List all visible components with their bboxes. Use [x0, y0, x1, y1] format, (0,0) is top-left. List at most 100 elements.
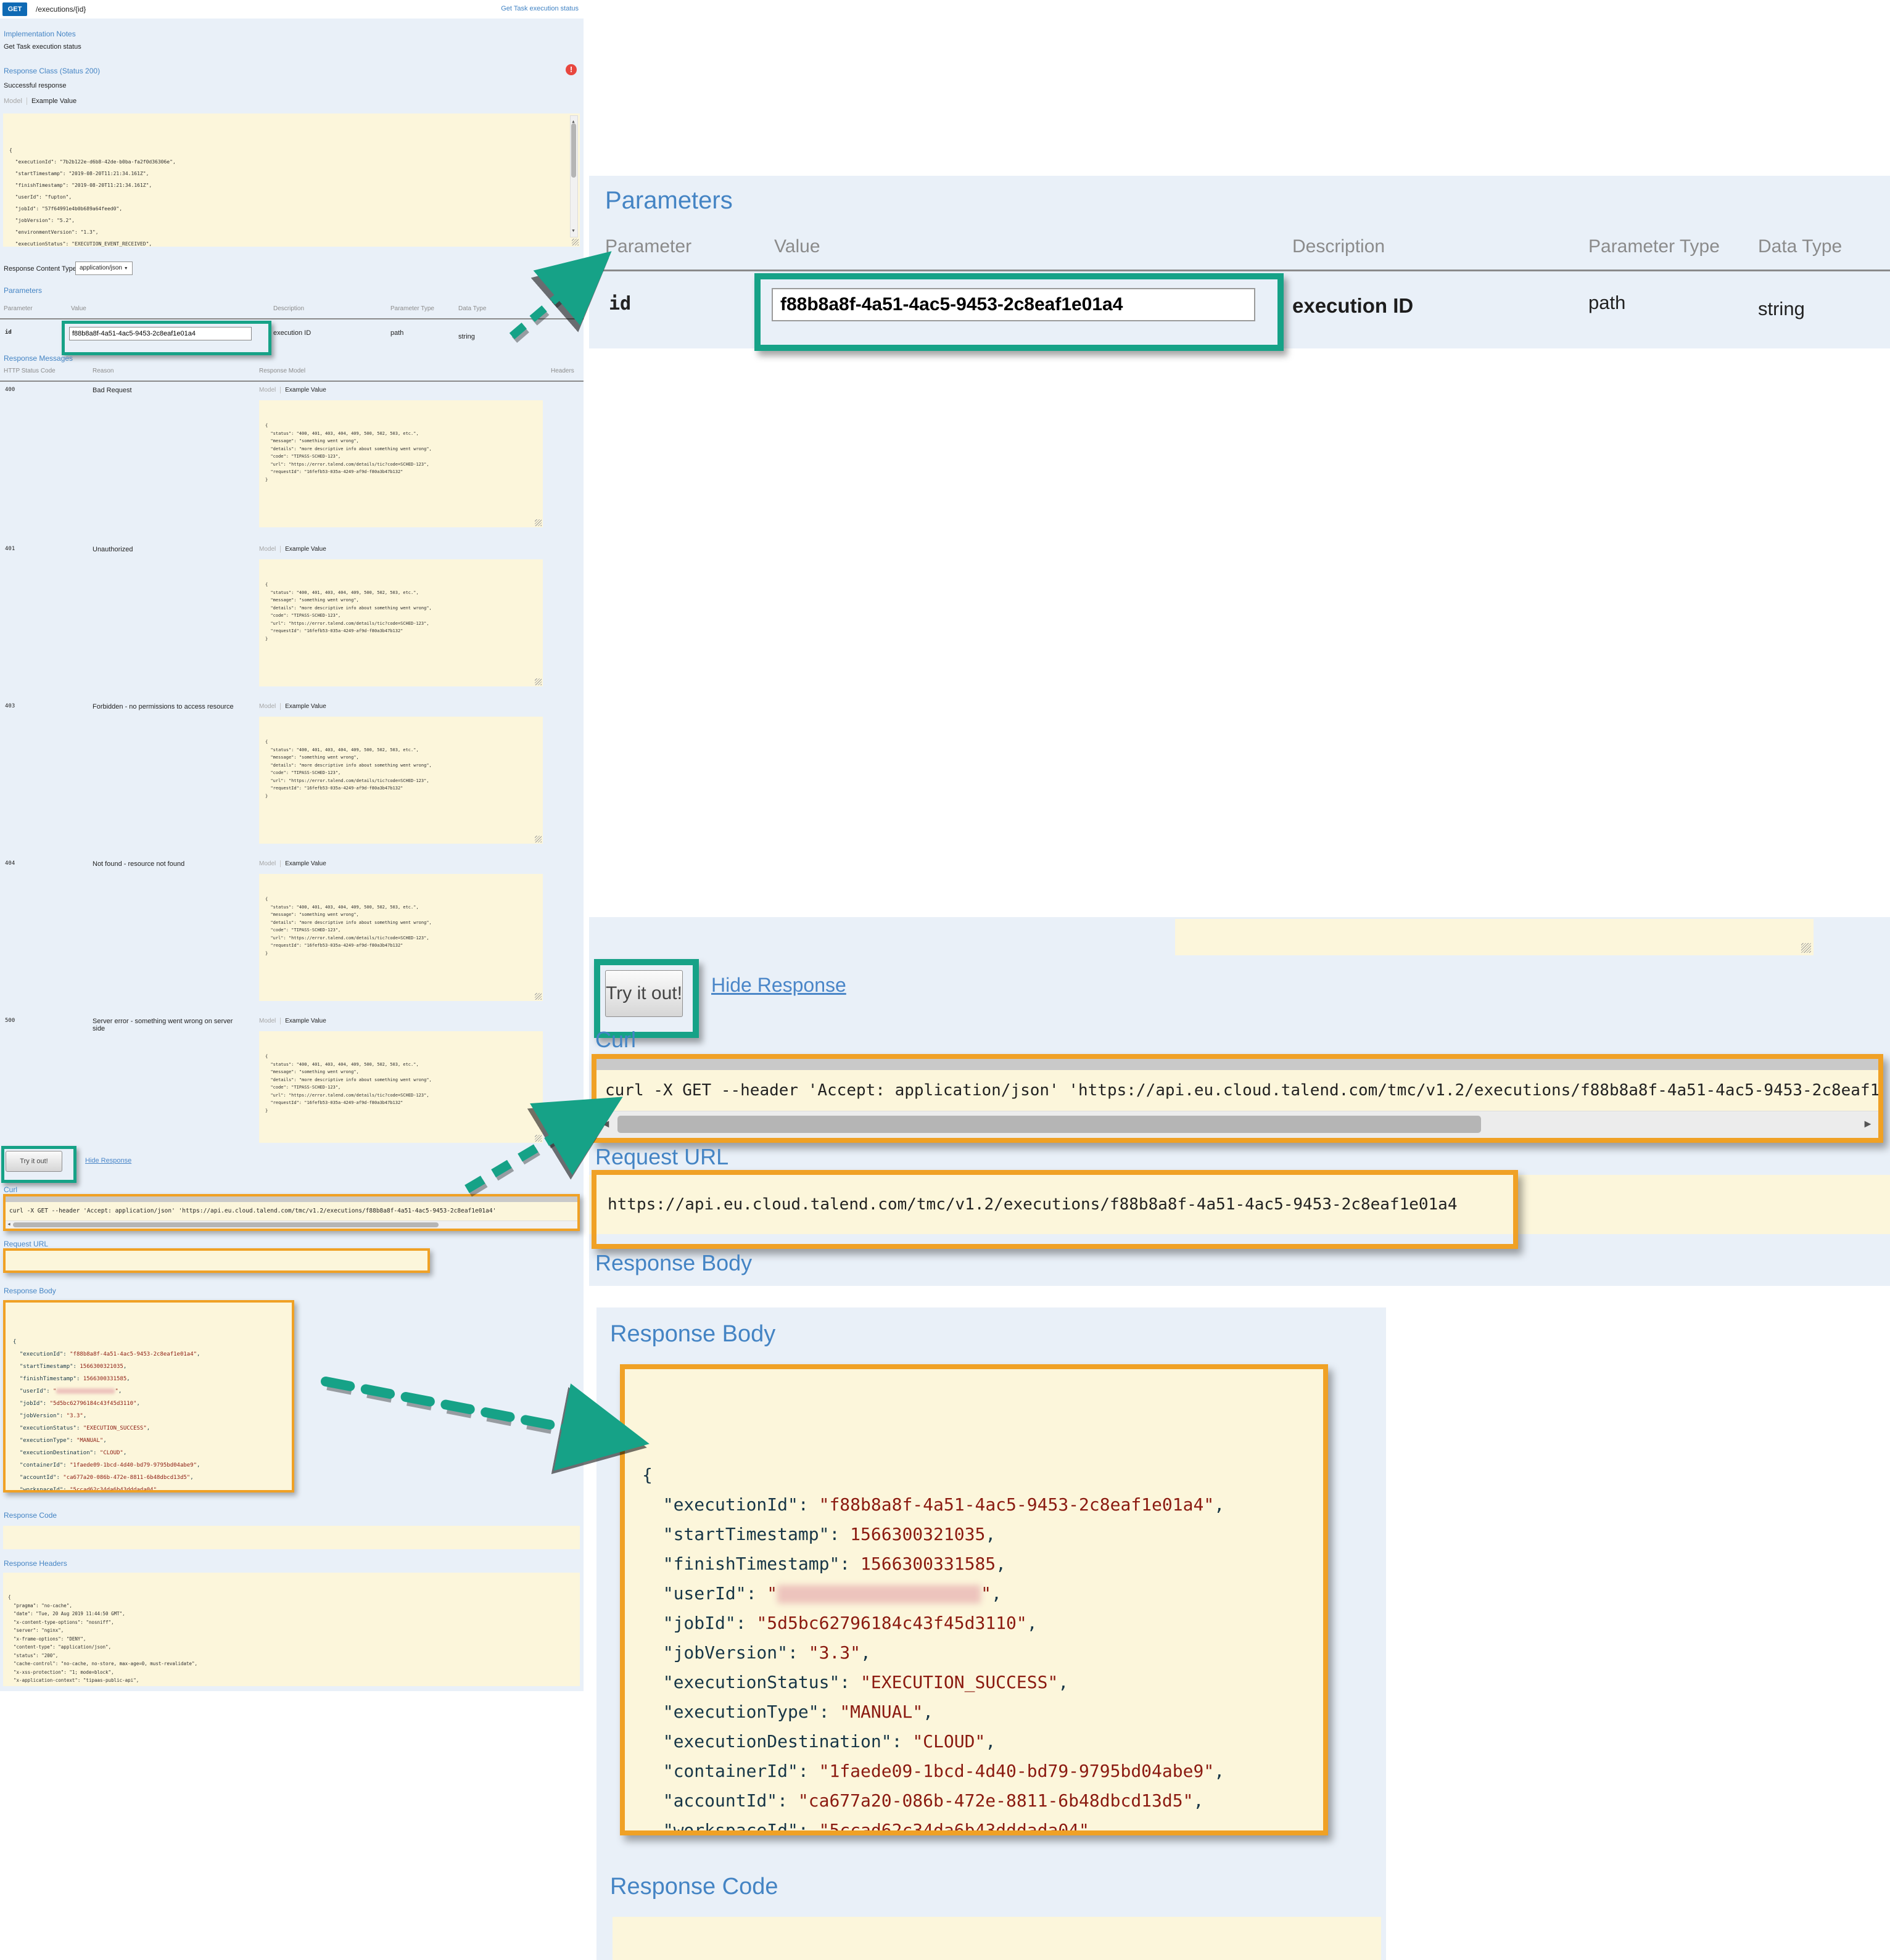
response-body-heading: Response Body [610, 1321, 776, 1347]
response-content-type-select[interactable]: application/json ▼ [75, 261, 133, 275]
resize-handle-icon[interactable] [535, 678, 542, 685]
endpoint-summary-link[interactable]: Get Task execution status [501, 5, 579, 12]
example-200-box: { "executionId": "7b2b122e-d6b8-42de-b0b… [3, 113, 580, 247]
status-reason: Forbidden - no permissions to access res… [93, 703, 234, 710]
col-description: Description [1292, 236, 1385, 257]
endpoint-header[interactable]: GET /executions/{id} Get Task execution … [0, 0, 584, 19]
col-value: Value [71, 305, 86, 312]
col-parameter-type: Parameter Type [390, 305, 434, 312]
param-description: execution ID [1292, 294, 1414, 317]
tab-model[interactable]: Model [259, 387, 281, 393]
error-example-box: { "status": "400, 401, 403, 404, 409, 50… [259, 717, 543, 844]
tab-model[interactable]: Model [259, 860, 281, 867]
example-200-scrollbar[interactable]: ▲ ▼ [570, 115, 578, 237]
response-class-heading: Response Class (Status 200) [4, 67, 101, 75]
example-200-json: { "executionId": "7b2b122e-d6b8-42de-b0b… [9, 147, 176, 247]
resize-handle-icon[interactable] [535, 836, 542, 842]
model-example-tabs: Model Example Value [259, 387, 326, 393]
param-data-type: string [1758, 298, 1805, 319]
scroll-down-icon[interactable]: ▼ [572, 228, 575, 233]
scrollbar-thumb[interactable] [13, 1222, 439, 1227]
hide-response-link[interactable]: Hide Response [85, 1157, 132, 1164]
curl-heading: Curl [4, 1185, 18, 1194]
request-url-heading: Request URL [4, 1240, 49, 1248]
response-class-subtext: Successful response [4, 82, 67, 89]
param-description: execution ID [273, 329, 312, 337]
resize-handle-icon[interactable] [1801, 943, 1811, 953]
implementation-notes-text: Get Task execution status [4, 43, 81, 51]
hide-response-link[interactable]: Hide Response [711, 974, 846, 996]
param-data-type: string [458, 333, 475, 340]
status-reason: Not found - resource not found [93, 860, 185, 868]
param-id-input[interactable] [772, 288, 1255, 321]
request-url-box [592, 1170, 1518, 1249]
status-reason: Unauthorized [93, 546, 133, 553]
tab-example-value[interactable]: Example Value [285, 387, 326, 393]
tab-example-value[interactable]: Example Value [285, 1018, 326, 1024]
zoom-panel-parameters: Parameters Parameter Value Description P… [589, 176, 1890, 351]
col-reason: Reason [93, 368, 114, 374]
error-example-json: { "status": "400, 401, 403, 404, 409, 50… [265, 739, 432, 799]
request-url-strip [589, 1175, 1890, 1234]
curl-command-text: curl -X GET --header 'Accept: applicatio… [605, 1081, 1878, 1100]
response-headers-json: { "pragma": "no-cache", "date": "Tue, 20… [8, 1594, 198, 1686]
resize-handle-icon[interactable] [535, 1135, 542, 1142]
status-code: 500 [5, 1018, 15, 1024]
response-body-box: { "executionId": "f88b8a8f-4a51-4ac5-945… [3, 1300, 294, 1493]
swagger-page: GET /executions/{id} Get Task execution … [0, 0, 584, 1691]
response-content-type-value: application/json [80, 265, 122, 271]
response-body-box: { "executionId": "f88b8a8f-4a51-4ac5-945… [620, 1364, 1328, 1835]
scrollbar-thumb[interactable] [617, 1116, 1481, 1133]
tab-example-value[interactable]: Example Value [285, 703, 326, 710]
tab-model[interactable]: Model [259, 703, 281, 710]
col-data-type: Data Type [458, 305, 487, 312]
response-code-box: 200 [3, 1526, 580, 1549]
status-code: 401 [5, 546, 15, 552]
status-code: 404 [5, 860, 15, 867]
scroll-left-icon[interactable]: ◄ [600, 1118, 611, 1130]
try-it-out-button[interactable]: Try it out! [605, 970, 683, 1017]
scroll-right-icon[interactable]: ► [1862, 1118, 1873, 1130]
zoom-panel-response: Response Body { "executionId": "f88b8a8f… [596, 1307, 1386, 1960]
response-body-heading: Response Body [4, 1287, 56, 1295]
curl-scrollbar[interactable]: ◄ [6, 1221, 577, 1229]
parameters-heading: Parameters [605, 187, 733, 214]
curl-command-text: curl -X GET --header 'Accept: applicatio… [9, 1208, 497, 1214]
param-type: path [390, 329, 404, 337]
param-name: id [609, 293, 632, 315]
tab-model[interactable]: Model [259, 546, 281, 553]
alert-icon: ! [566, 64, 577, 75]
error-example-box: { "status": "400, 401, 403, 404, 409, 50… [259, 874, 543, 1001]
divider [589, 270, 1890, 271]
response-code-heading: Response Code [4, 1511, 57, 1520]
param-id-input[interactable] [69, 327, 252, 340]
scroll-left-icon[interactable]: ◄ [7, 1222, 11, 1227]
tab-model[interactable]: Model [4, 97, 27, 105]
tab-example-value[interactable]: Example Value [285, 546, 326, 553]
error-example-json: { "status": "400, 401, 403, 404, 409, 50… [265, 582, 432, 641]
resize-handle-icon[interactable] [535, 993, 542, 1000]
response-content-type-label: Response Content Type [4, 265, 76, 273]
col-data-type: Data Type [1758, 236, 1843, 257]
try-it-out-button[interactable]: Try it out! [6, 1151, 62, 1172]
resize-handle-icon[interactable] [572, 239, 579, 245]
error-example-box: { "status": "400, 401, 403, 404, 409, 50… [259, 400, 543, 527]
scrollbar-thumb[interactable] [571, 123, 576, 178]
response-messages-heading: Response Messages [4, 354, 73, 363]
tab-example-value[interactable]: Example Value [31, 97, 77, 105]
curl-top-strip [596, 1059, 1878, 1070]
curl-heading: Curl [595, 1027, 637, 1052]
resize-handle-icon[interactable] [535, 519, 542, 526]
scroll-up-icon[interactable]: ▲ [572, 119, 575, 124]
zoom-panel-request: Try it out! Hide Response Curl curl -X G… [589, 917, 1890, 1286]
error-example-json: { "status": "400, 401, 403, 404, 409, 50… [265, 423, 432, 482]
request-url-box: https://api.eu.cloud.talend.com/tmc/v1.2… [3, 1248, 430, 1273]
request-url-text: https://api.eu.cloud.talend.com/tmc/v1.2… [608, 1195, 1458, 1214]
tab-model[interactable]: Model [259, 1018, 281, 1024]
divider [0, 381, 584, 382]
col-value: Value [774, 236, 820, 257]
curl-scrollbar[interactable]: ◄ ► [596, 1111, 1878, 1138]
tab-example-value[interactable]: Example Value [285, 860, 326, 867]
model-example-tabs: Model Example Value [259, 703, 326, 710]
